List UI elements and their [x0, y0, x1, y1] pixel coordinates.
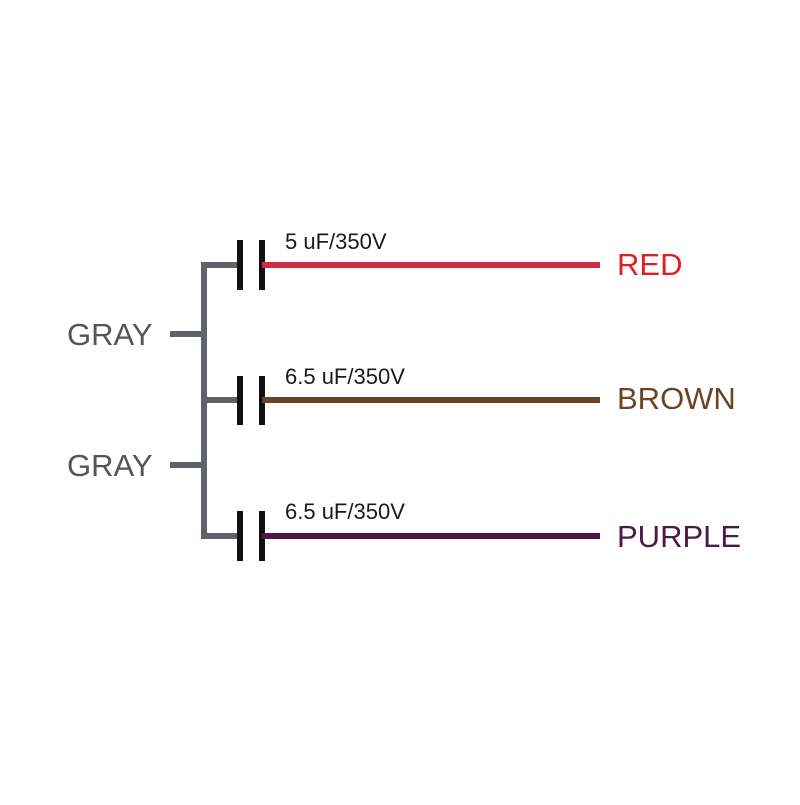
capacitor-2: 6.5 uF/350V BROWN — [237, 364, 736, 425]
capacitor-3: 6.5 uF/350V PURPLE — [237, 499, 741, 561]
capacitor-1: 5 uF/350V RED — [237, 229, 682, 290]
gray-label-bottom: GRAY — [67, 448, 153, 483]
capacitor-2-rating: 6.5 uF/350V — [285, 364, 405, 389]
capacitor-3-rating: 6.5 uF/350V — [285, 499, 405, 524]
gray-label-top: GRAY — [67, 317, 153, 352]
wire-label-brown: BROWN — [617, 381, 736, 416]
wire-label-purple: PURPLE — [617, 519, 741, 554]
wire-label-red: RED — [617, 247, 682, 282]
capacitor-1-rating: 5 uF/350V — [285, 229, 387, 254]
